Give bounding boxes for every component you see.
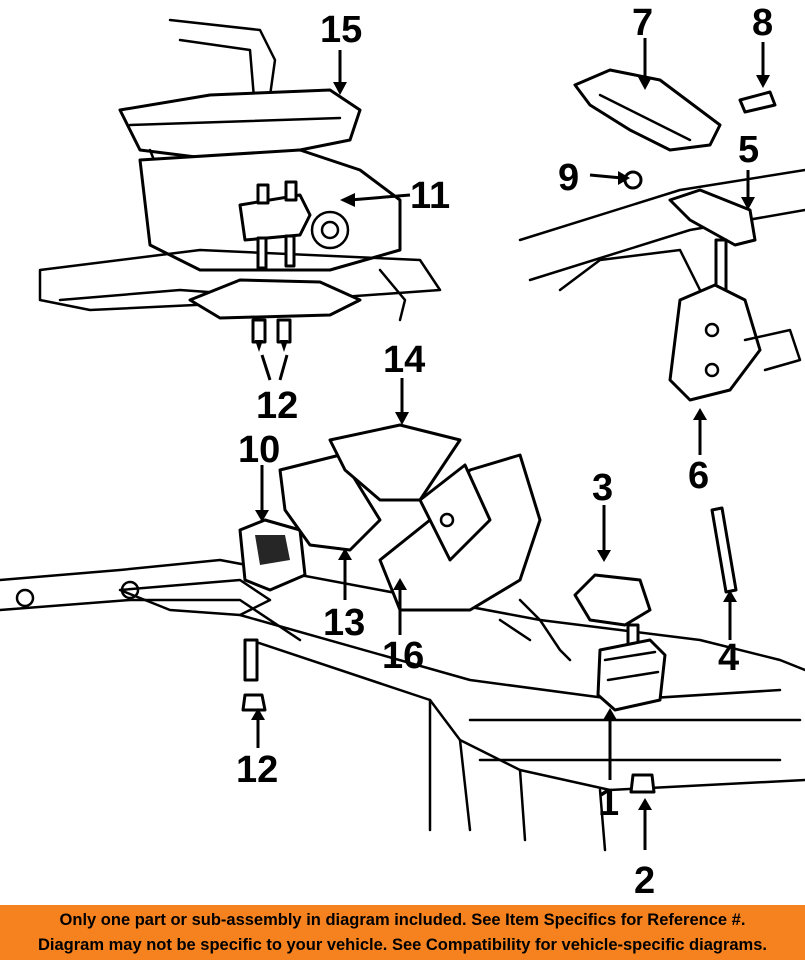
callout-12-upper: 12 xyxy=(256,385,298,427)
callout-12-lower: 12 xyxy=(236,749,278,791)
center-assembly xyxy=(0,423,805,852)
disclaimer-line-2: Diagram may not be specific to your vehi… xyxy=(38,936,767,954)
upper-left-assembly xyxy=(38,18,442,352)
callout-13: 13 xyxy=(323,602,365,644)
leader-lines xyxy=(251,38,770,850)
disclaimer-banner: Only one part or sub-assembly in diagram… xyxy=(0,905,805,960)
callout-14: 14 xyxy=(383,339,425,381)
callout-4: 4 xyxy=(718,637,739,679)
callout-8: 8 xyxy=(752,2,773,44)
callout-7: 7 xyxy=(632,2,653,44)
callout-labels: 15 7 8 9 5 11 12 14 10 6 3 13 16 4 12 1 … xyxy=(236,2,773,902)
callout-11: 11 xyxy=(410,175,450,217)
callout-16: 16 xyxy=(382,635,424,677)
callout-6: 6 xyxy=(688,455,709,497)
callout-1: 1 xyxy=(598,782,619,824)
callout-9: 9 xyxy=(558,157,579,199)
disclaimer-line-1: Only one part or sub-assembly in diagram… xyxy=(59,911,746,929)
right-lower-assembly xyxy=(573,506,738,794)
upper-right-assembly xyxy=(518,68,805,402)
callout-5: 5 xyxy=(738,129,759,171)
exploded-parts-diagram: 15 7 8 9 5 11 12 14 10 6 3 13 16 4 12 1 … xyxy=(0,2,805,902)
callout-3: 3 xyxy=(592,467,613,509)
callout-2: 2 xyxy=(634,860,655,902)
callout-10: 10 xyxy=(238,429,280,471)
callout-15: 15 xyxy=(320,9,362,51)
